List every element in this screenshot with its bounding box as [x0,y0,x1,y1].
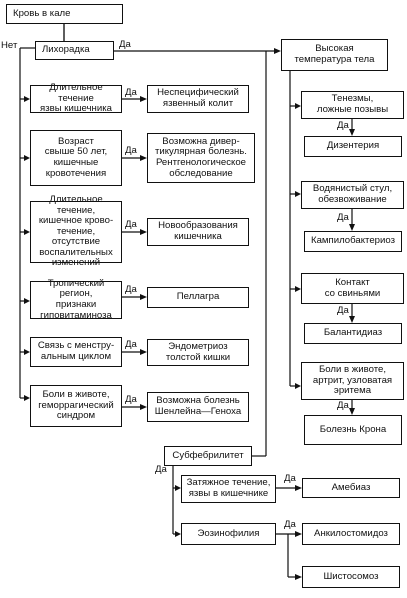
node-diverticular: Возможна дивер- тикулярная болезнь. Рент… [147,133,255,183]
yes-label: Да [155,464,167,475]
node-watery-stool: Водянистый стул, обезвоживание [301,181,404,209]
yes-label: Да [125,87,137,98]
node-abdominal-pain: Боли в животе, геморрагический синдром [30,385,122,427]
node-ancylostomiasis: Анкилостомидоз [302,523,400,545]
yes-label: Да [337,400,349,411]
node-tropical: Тропический регион, признаки гиповитамин… [30,278,122,320]
no-label: Нет [1,40,18,51]
node-blood-in-stool: Кровь в кале [6,4,123,24]
node-subfebrile: Субфебрилитет [164,446,252,466]
node-menstrual: Связь с менстру- альным циклом [30,337,122,367]
node-pain-arthritis: Боли в животе, артрит, узловатая эритема [301,362,404,400]
node-long-course-no-inflam: Длительное течение, кишечное крово- тече… [30,194,122,268]
yes-label: Да [119,39,131,50]
node-age-over-50: Возраст свыше 50 лет, кишечные кровотече… [30,130,122,186]
node-pellagra: Пеллагра [147,287,249,308]
node-amebiasis: Амебиаз [302,478,400,498]
yes-label: Да [125,145,137,156]
node-long-course-ulcers2: Затяжное течение, язвы в кишечнике [181,475,276,503]
yes-label: Да [337,212,349,223]
node-schistosomiasis: Шистосомоз [302,566,400,588]
yes-label: Да [125,284,137,295]
node-endometriosis: Эндометриоз толстой кишки [147,339,249,366]
node-neoplasm: Новообразования кишечника [147,218,249,246]
node-long-course-ulcers: Длительное течение язвы кишечника [30,82,122,114]
node-eosinophilia: Эозинофилия [181,523,276,545]
yes-label: Да [284,519,296,530]
yes-label: Да [337,305,349,316]
node-dysentery: Дизентерия [304,136,402,157]
yes-label: Да [284,473,296,484]
node-crohn: Болезнь Крона [304,415,402,445]
node-campylobacter: Кампилобактериоз [304,231,402,252]
yes-label: Да [125,394,137,405]
node-tenesmus: Тенезмы, ложные позывы [301,91,404,119]
node-high-temp: Высокая температура тела [281,39,388,71]
node-nonspecific-colitis: Неспецифический язвенный колит [147,85,249,113]
node-fever: Лихорадка [35,41,114,60]
yes-label: Да [125,339,137,350]
node-balantidiasis: Балантидиаз [304,323,402,344]
yes-label: Да [125,219,137,230]
node-schonlein: Возможна болезнь Шенлейна—Геноха [147,392,249,422]
yes-label: Да [337,120,349,131]
node-pigs: Контакт со свиньями [301,273,404,304]
